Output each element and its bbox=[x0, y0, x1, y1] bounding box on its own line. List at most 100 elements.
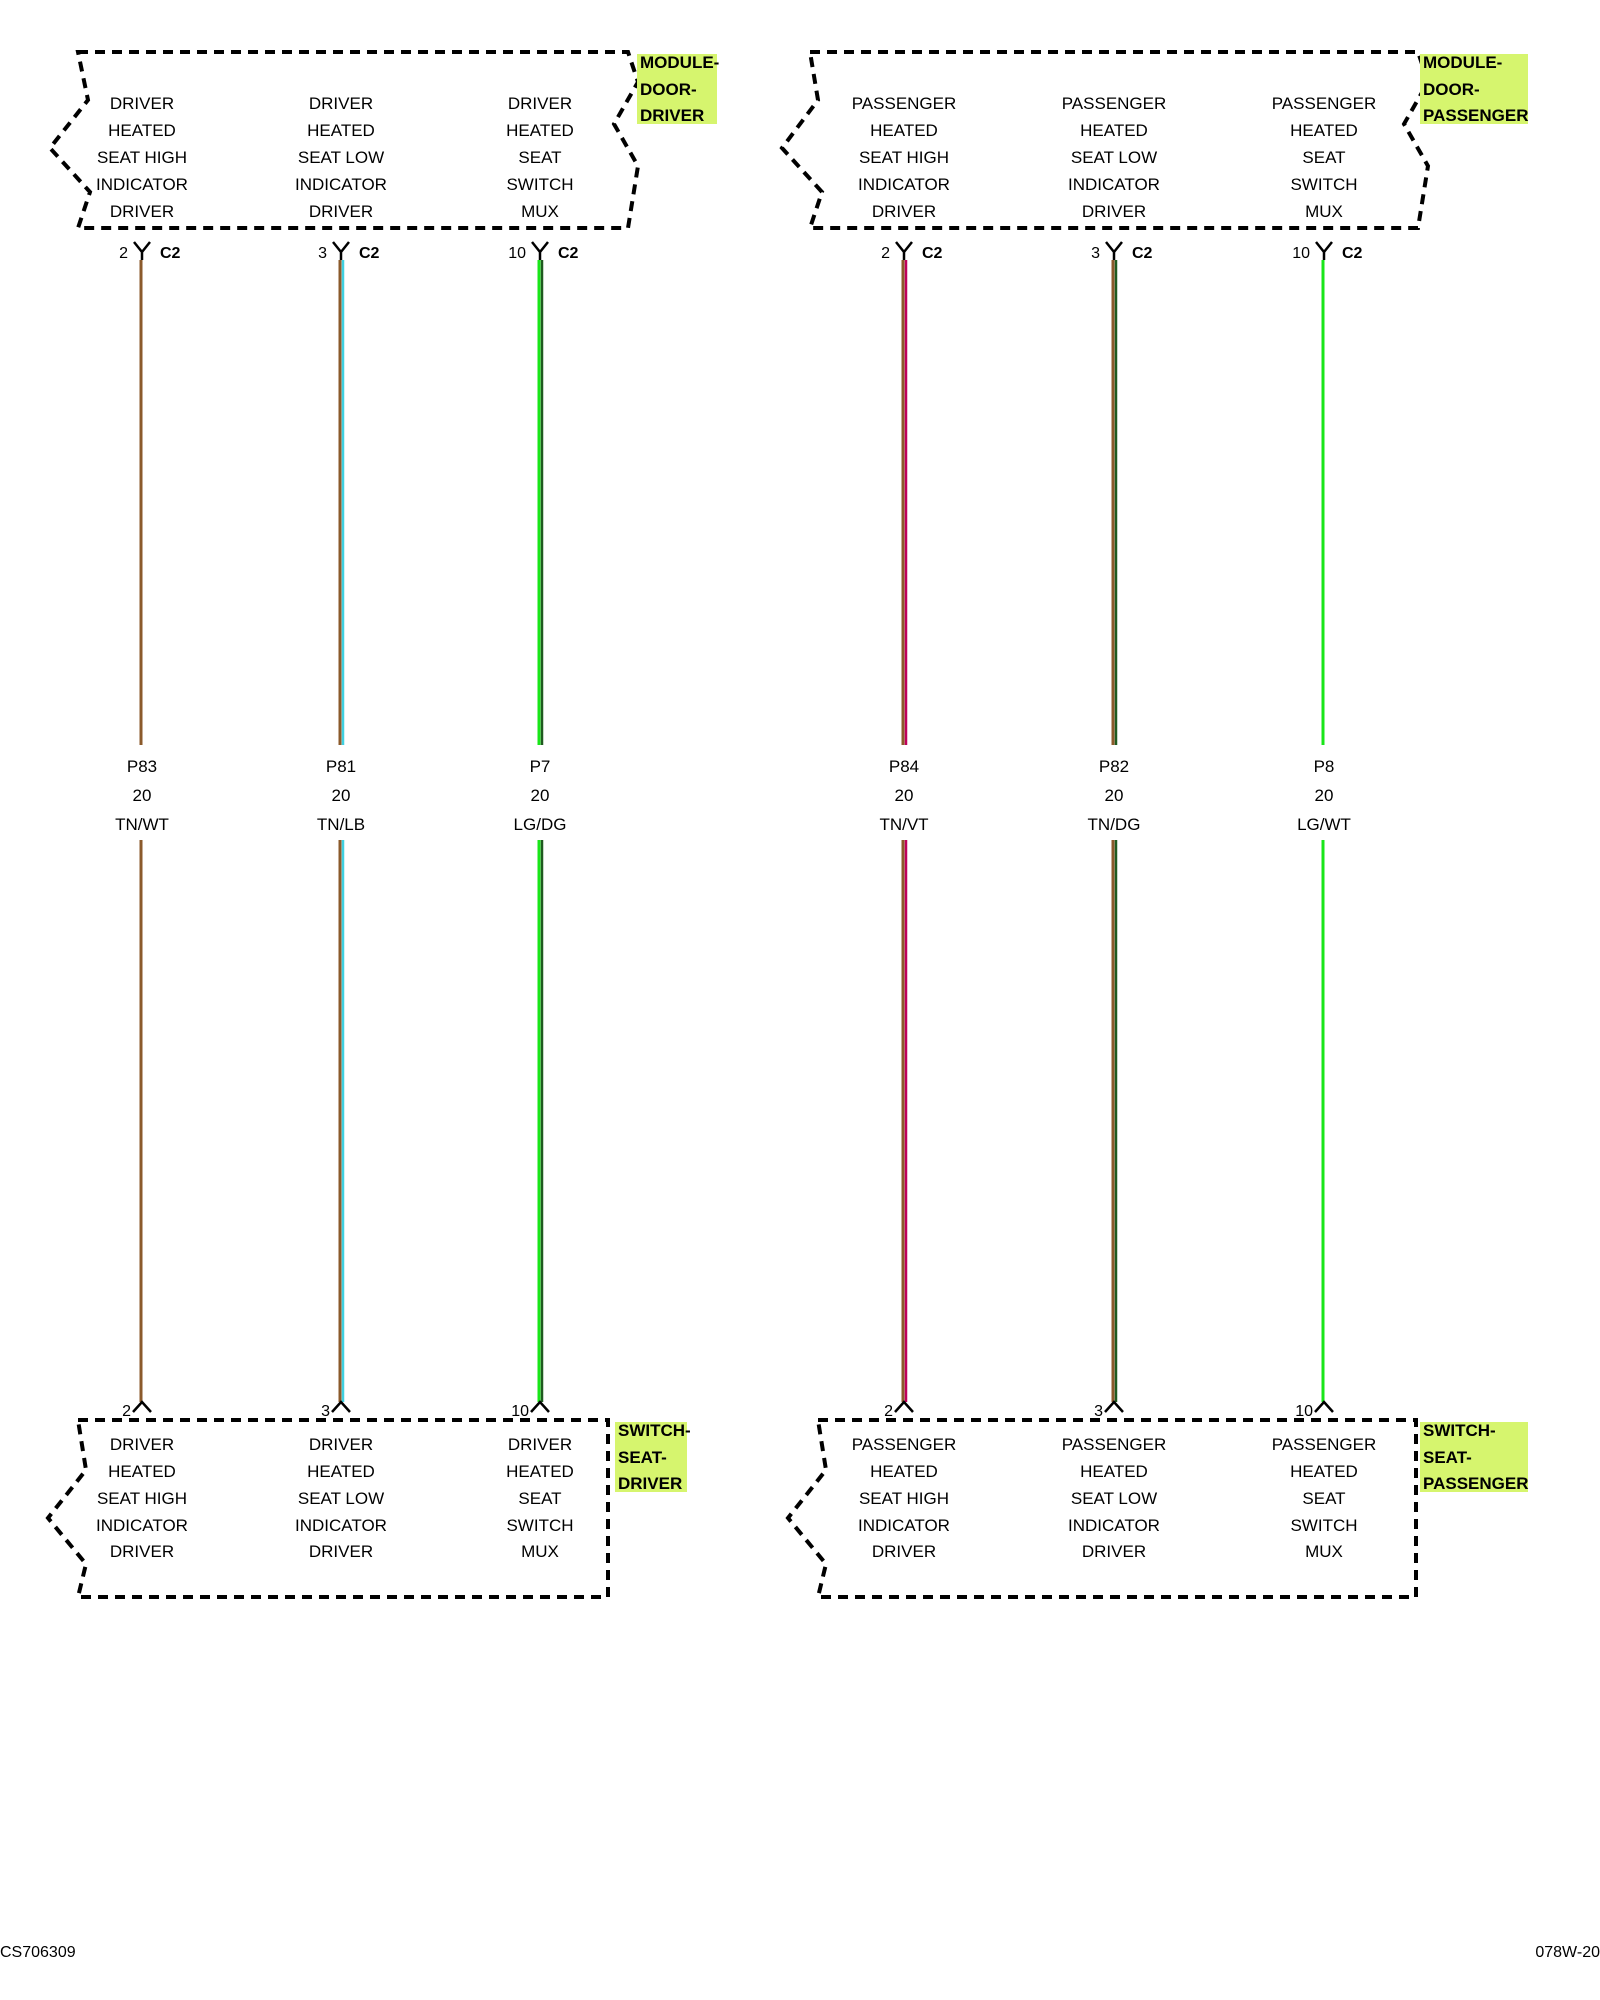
label-line: PASSENGER bbox=[852, 1435, 957, 1454]
pin-number: 2 bbox=[884, 1403, 893, 1420]
label-line: INDICATOR bbox=[1068, 1516, 1160, 1535]
label-line: PASSENGER bbox=[852, 94, 957, 113]
pin-label-module-passenger-10: PASSENGER HEATED SEAT SWITCH MUX bbox=[1272, 94, 1377, 221]
label-line: DRIVER bbox=[309, 202, 373, 221]
pin-number: 2 bbox=[122, 1403, 131, 1420]
wire-label-p83: P83 20 TN/WT bbox=[115, 757, 169, 834]
pin-number: 3 bbox=[321, 1403, 330, 1420]
wire-gauge: 20 bbox=[895, 786, 914, 805]
pin-label-switch-driver-10: DRIVER HEATED SEAT SWITCH MUX bbox=[506, 1435, 574, 1561]
connector-y-symbol bbox=[895, 241, 913, 260]
label-line: HEATED bbox=[1080, 121, 1148, 140]
wire-gauge: 20 bbox=[531, 786, 550, 805]
pin-label-switch-passenger-2: PASSENGER HEATED SEAT HIGH INDICATOR DRI… bbox=[852, 1435, 957, 1561]
tag-line: SEAT- bbox=[618, 1448, 667, 1467]
connector-id: C2 bbox=[922, 245, 943, 262]
label-line: DRIVER bbox=[309, 1435, 373, 1454]
label-line: DRIVER bbox=[508, 94, 572, 113]
label-line: INDICATOR bbox=[96, 1516, 188, 1535]
label-line: INDICATOR bbox=[96, 175, 188, 194]
connector-id: C2 bbox=[1132, 245, 1153, 262]
pin-label-switch-driver-2: DRIVER HEATED SEAT HIGH INDICATOR DRIVER bbox=[96, 1435, 188, 1561]
label-line: SEAT LOW bbox=[1071, 1489, 1157, 1508]
label-line: MUX bbox=[1305, 202, 1343, 221]
label-line: HEATED bbox=[506, 1462, 574, 1481]
wire-gauge: 20 bbox=[332, 786, 351, 805]
pin-number: 10 bbox=[508, 245, 526, 262]
wire-label-p82: P82 20 TN/DG bbox=[1088, 757, 1141, 834]
label-line: SEAT HIGH bbox=[859, 1489, 949, 1508]
tag-line: SWITCH- bbox=[618, 1421, 691, 1440]
wire-gauge: 20 bbox=[1315, 786, 1334, 805]
wire-label-p81: P81 20 TN/LB bbox=[317, 757, 365, 834]
wire-circuit: P81 bbox=[326, 757, 356, 776]
pin-number: 3 bbox=[1094, 1403, 1103, 1420]
pin-label-module-driver-10: DRIVER HEATED SEAT SWITCH MUX bbox=[506, 94, 574, 221]
pin-label-module-driver-3: DRIVER HEATED SEAT LOW INDICATOR DRIVER bbox=[295, 94, 387, 221]
wire-color: TN/WT bbox=[115, 815, 169, 834]
label-line: HEATED bbox=[506, 121, 574, 140]
tag-line: DRIVER bbox=[640, 106, 704, 125]
pin-number: 2 bbox=[881, 245, 890, 262]
pin-number: 10 bbox=[511, 1403, 529, 1420]
connector-caret-symbol bbox=[530, 1400, 550, 1413]
label-line: HEATED bbox=[1080, 1462, 1148, 1481]
label-line: INDICATOR bbox=[295, 175, 387, 194]
tag-module-door-driver: MODULE- DOOR- DRIVER bbox=[637, 53, 719, 125]
pin-label-module-passenger-3: PASSENGER HEATED SEAT LOW INDICATOR DRIV… bbox=[1062, 94, 1167, 221]
label-line: DRIVER bbox=[110, 1435, 174, 1454]
label-line: SWITCH bbox=[506, 175, 573, 194]
label-line: INDICATOR bbox=[858, 175, 950, 194]
footer-left-code: CS706309 bbox=[0, 1944, 76, 1961]
label-line: DRIVER bbox=[872, 202, 936, 221]
label-line: DRIVER bbox=[110, 94, 174, 113]
tag-switch-seat-passenger: SWITCH- SEAT- PASSENGER bbox=[1420, 1421, 1529, 1493]
connector-y-symbol bbox=[1315, 241, 1333, 260]
tag-background bbox=[615, 1422, 687, 1492]
label-line: MUX bbox=[521, 1542, 559, 1561]
tag-switch-seat-driver: SWITCH- SEAT- DRIVER bbox=[615, 1421, 691, 1493]
label-line: HEATED bbox=[870, 121, 938, 140]
pin-number: 10 bbox=[1292, 245, 1310, 262]
wire-gauge: 20 bbox=[1105, 786, 1124, 805]
tag-line: PASSENGER bbox=[1423, 1474, 1529, 1493]
label-line: HEATED bbox=[108, 1462, 176, 1481]
connector-caret-symbol bbox=[1314, 1400, 1334, 1413]
label-line: DRIVER bbox=[1082, 202, 1146, 221]
tag-line: DOOR- bbox=[640, 80, 697, 99]
connector-caret-symbol bbox=[331, 1400, 351, 1413]
label-line: HEATED bbox=[1290, 1462, 1358, 1481]
connector-y-symbol bbox=[133, 241, 151, 260]
label-line: PASSENGER bbox=[1062, 1435, 1167, 1454]
label-line: SEAT HIGH bbox=[97, 148, 187, 167]
pin-number: 2 bbox=[119, 245, 128, 262]
tag-line: DOOR- bbox=[1423, 80, 1480, 99]
label-line: SWITCH bbox=[1290, 175, 1357, 194]
pin-label-switch-passenger-10: PASSENGER HEATED SEAT SWITCH MUX bbox=[1272, 1435, 1377, 1561]
label-line: DRIVER bbox=[309, 1542, 373, 1561]
connector-id: C2 bbox=[359, 245, 380, 262]
pin-number: 3 bbox=[1091, 245, 1100, 262]
label-line: HEATED bbox=[307, 121, 375, 140]
label-line: HEATED bbox=[307, 1462, 375, 1481]
wire-color: LG/DG bbox=[514, 815, 567, 834]
connector-y-symbol bbox=[1105, 241, 1123, 260]
label-line: DRIVER bbox=[110, 1542, 174, 1561]
tag-module-door-passenger: MODULE- DOOR- PASSENGER bbox=[1420, 53, 1529, 125]
tag-background bbox=[1420, 54, 1528, 124]
pin-label-switch-driver-3: DRIVER HEATED SEAT LOW INDICATOR DRIVER bbox=[295, 1435, 387, 1561]
connector-caret-symbol bbox=[132, 1400, 152, 1413]
label-line: HEATED bbox=[108, 121, 176, 140]
label-line: SWITCH bbox=[506, 1516, 573, 1535]
label-line: SEAT LOW bbox=[1071, 148, 1157, 167]
tag-line: MODULE- bbox=[640, 53, 719, 72]
pin-label-module-passenger-2: PASSENGER HEATED SEAT HIGH INDICATOR DRI… bbox=[852, 94, 957, 221]
wire-circuit: P83 bbox=[127, 757, 157, 776]
pin-label-module-driver-2: DRIVER HEATED SEAT HIGH INDICATOR DRIVER bbox=[96, 94, 188, 221]
label-line: SEAT bbox=[518, 1489, 561, 1508]
label-line: SEAT LOW bbox=[298, 148, 384, 167]
label-line: HEATED bbox=[1290, 121, 1358, 140]
top-pin-numbers: 2 C2 3 C2 10 C2 2 C2 3 C2 10 C2 bbox=[119, 245, 1362, 262]
label-line: MUX bbox=[1305, 1542, 1343, 1561]
switch-seat-driver-outline bbox=[45, 1418, 610, 1599]
